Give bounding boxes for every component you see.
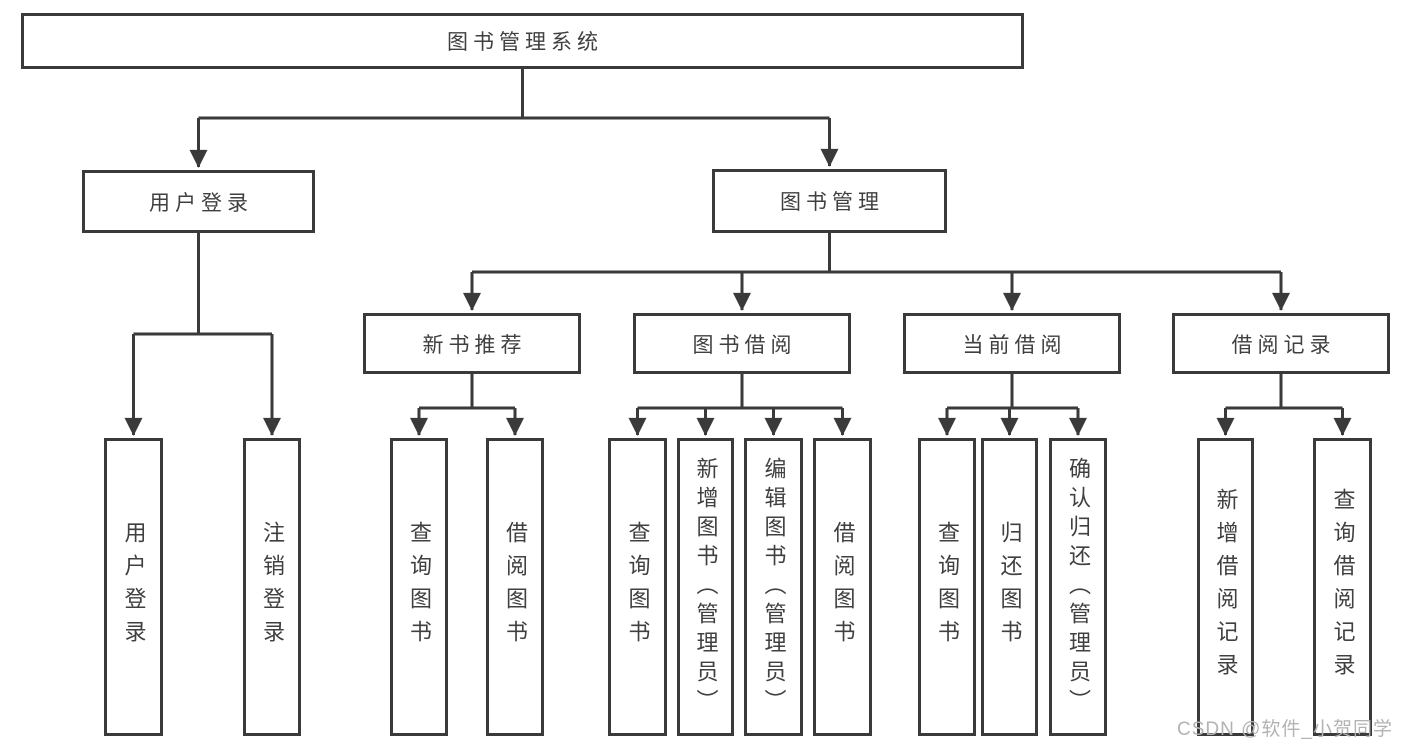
node-label: 借阅记录 [1231, 333, 1336, 357]
leaf-edit-books-admin: 编辑图书（管理员） [744, 438, 803, 736]
node-library-management-system: 图书管理系统 [21, 13, 1024, 69]
node-current-borrowing: 当前借阅 [903, 313, 1121, 374]
node-label: 借阅图书 [503, 521, 528, 653]
node-label: 查询借阅记录 [1330, 488, 1356, 686]
node-new-book-recommendation: 新书推荐 [363, 313, 581, 374]
node-user-login: 用户登录 [82, 170, 315, 233]
node-label: 确认归还（管理员） [1066, 456, 1091, 718]
leaf-query-books: 查询图书 [918, 438, 976, 736]
watermark: CSDN @软件_小贺同学 [1177, 719, 1393, 740]
leaf-query-books: 查询图书 [390, 438, 448, 736]
node-label: 图书管理 [780, 191, 884, 214]
leaf-add-books-admin: 新增图书（管理员） [677, 438, 734, 736]
node-book-borrowing: 图书借阅 [633, 313, 851, 374]
node-label: 新书推荐 [422, 333, 527, 357]
node-label: 用户登录 [121, 521, 147, 653]
node-label: 编辑图书（管理员） [761, 456, 787, 718]
node-label: 查询图书 [625, 521, 651, 653]
node-label: 查询图书 [935, 521, 960, 653]
node-label: 图书借阅 [692, 333, 797, 357]
leaf-borrow-books: 借阅图书 [813, 438, 872, 736]
leaf-confirm-return-admin: 确认归还（管理员） [1049, 438, 1107, 736]
node-label: 注销登录 [260, 521, 285, 653]
node-borrowing-records: 借阅记录 [1172, 313, 1390, 374]
node-label: 用户登录 [149, 191, 253, 215]
node-label: 当前借阅 [962, 333, 1067, 357]
node-label: 借阅图书 [830, 521, 856, 653]
leaf-query-books: 查询图书 [608, 438, 667, 736]
leaf-user-login: 用户登录 [104, 438, 163, 736]
leaf-add-borrowing-record: 新增借阅记录 [1197, 438, 1254, 736]
node-book-management: 图书管理 [712, 169, 947, 233]
leaf-logout: 注销登录 [243, 438, 301, 736]
node-label: 新增图书（管理员） [693, 456, 719, 718]
node-label: 图书管理系统 [447, 31, 603, 54]
leaf-query-borrowing-record: 查询借阅记录 [1313, 438, 1372, 736]
node-label: 查询图书 [407, 521, 432, 653]
node-label: 归还图书 [997, 521, 1023, 653]
leaf-return-books: 归还图书 [981, 438, 1038, 736]
leaf-borrow-books: 借阅图书 [486, 438, 544, 736]
node-label: 新增借阅记录 [1213, 488, 1239, 686]
